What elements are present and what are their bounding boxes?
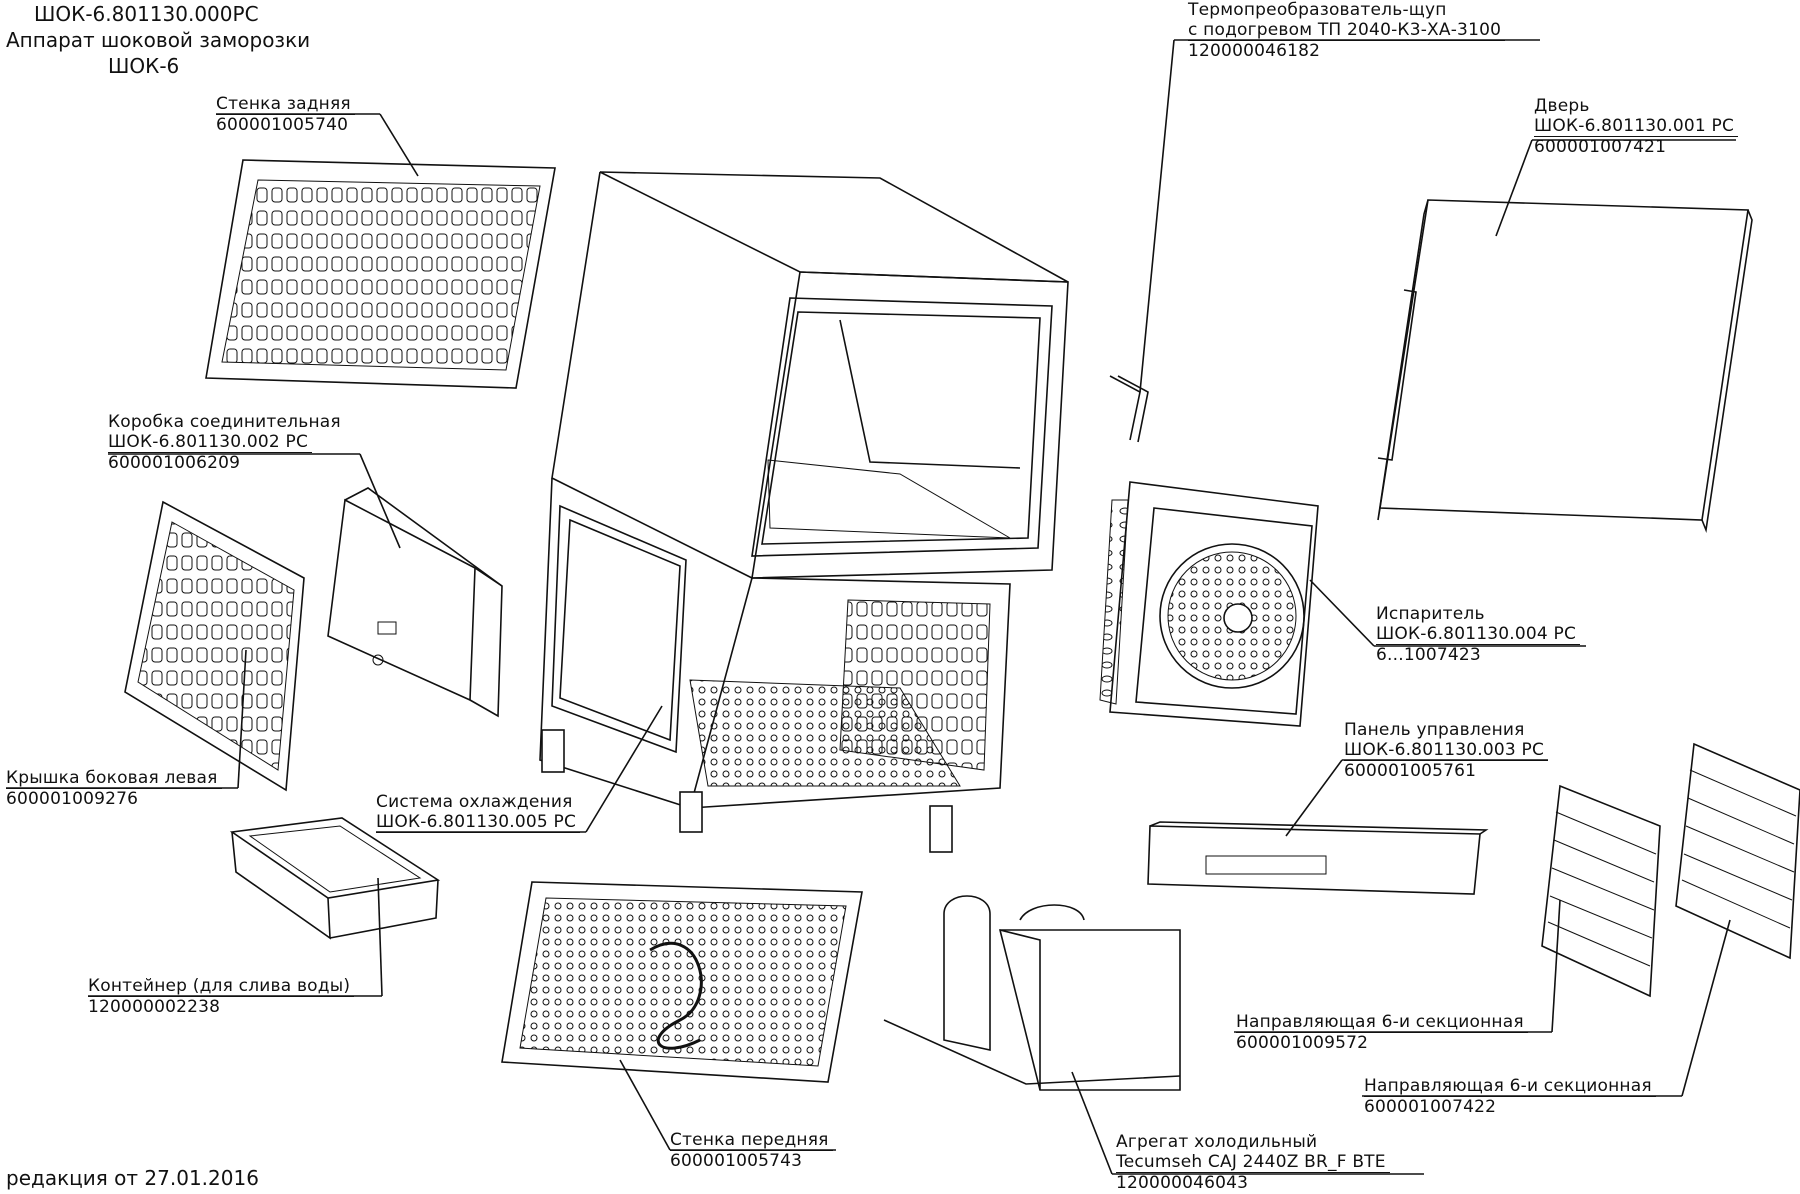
- label-container: Контейнер (для слива воды) 120000002238: [88, 976, 355, 1017]
- rear-wall-part: [205, 159, 556, 389]
- refrigeration-unit-part: [883, 895, 1181, 1091]
- revision-note: редакция от 27.01.2016: [6, 1166, 259, 1190]
- drawing-code: ШОК-6.801130.000РС: [34, 2, 259, 26]
- label-evaporator: Испаритель ШОК-6.801130.004 РС 6...10074…: [1376, 604, 1581, 665]
- junction-box-part: [327, 487, 503, 718]
- front-wall-part: [501, 881, 863, 1083]
- label-guide-1: Направляющая 6-и секционная 600001009572: [1236, 1012, 1528, 1053]
- container-part: [229, 817, 441, 940]
- guide-1-part: [1541, 784, 1661, 998]
- label-refrigeration-unit: Агрегат холодильный Tecumseh CAJ 2440Z B…: [1116, 1132, 1390, 1193]
- label-guide-2: Направляющая 6-и секционная 600001007422: [1364, 1076, 1656, 1117]
- label-side-cover-left: Крышка боковая левая 600001009276: [6, 768, 222, 809]
- label-cooling-system: Система охлаждения ШОК-6.801130.005 РС: [376, 792, 581, 833]
- label-door: Дверь ШОК-6.801130.001 РС 600001007421: [1534, 96, 1739, 157]
- door-part: [1377, 199, 1753, 534]
- side-cover-left-part: [124, 500, 305, 792]
- control-panel-part: [1147, 821, 1489, 895]
- drawing-name-line2: ШОК-6: [108, 54, 180, 78]
- label-probe: Термопреобразователь-щуп с подогревом ТП…: [1188, 0, 1506, 61]
- evaporator-part: [1099, 481, 1319, 727]
- drawing-name-line1: Аппарат шоковой заморозки: [6, 28, 311, 52]
- label-control-panel: Панель управления ШОК-6.801130.003 РС 60…: [1344, 720, 1549, 781]
- label-front-wall: Стенка передняя 600001005743: [670, 1130, 833, 1171]
- probe-part: [1109, 375, 1149, 443]
- main-cabinet-part: [539, 171, 1069, 853]
- guide-2-part: [1675, 742, 1800, 960]
- label-rear-wall: Стенка задняя 600001005740: [216, 94, 355, 135]
- label-junction-box: Коробка соединительная ШОК-6.801130.002 …: [108, 412, 341, 473]
